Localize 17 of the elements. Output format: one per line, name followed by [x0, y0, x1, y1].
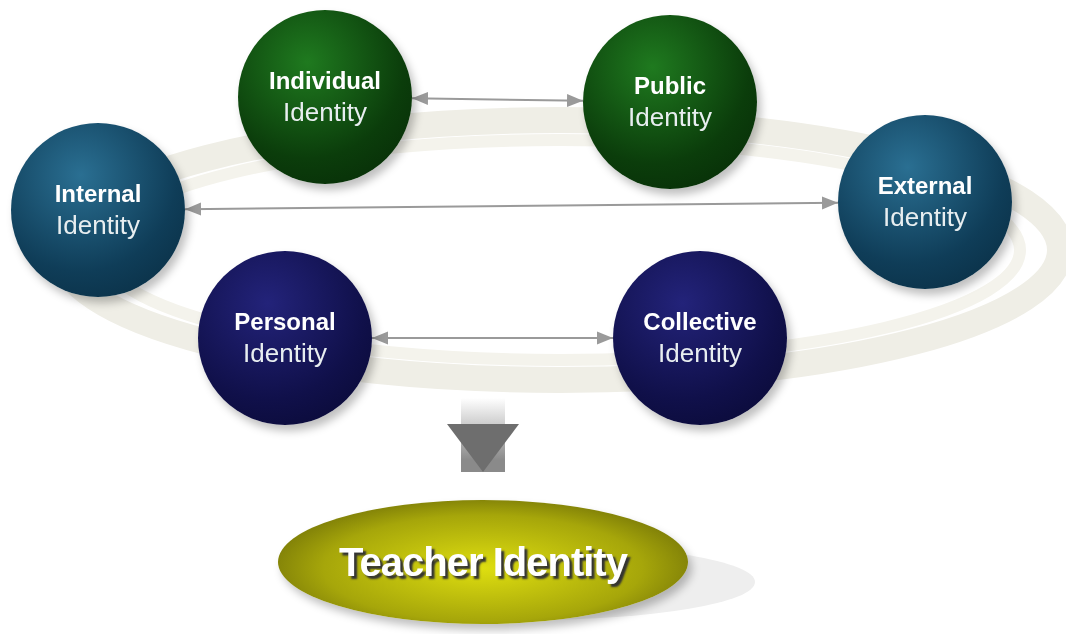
node-text: Identity: [883, 200, 967, 234]
node-title: Teacher Identity: [339, 539, 627, 586]
double-arrow: [411, 92, 584, 107]
node-heading: Collective: [643, 306, 757, 337]
node-heading: External: [877, 170, 973, 201]
node-text: Identity: [628, 100, 712, 134]
node-text: Identity: [283, 95, 367, 129]
double-arrow: [184, 196, 839, 216]
node-text: Identity: [56, 208, 140, 242]
node-heading: Internal: [54, 178, 142, 209]
node-heading: Individual: [269, 65, 381, 96]
node-heading: Personal: [234, 306, 336, 337]
node-text: Identity: [658, 336, 742, 370]
double-arrow: [371, 331, 614, 345]
node-heading: Public: [634, 70, 706, 101]
node-text: Identity: [243, 336, 327, 370]
block-arrow: [447, 398, 519, 472]
